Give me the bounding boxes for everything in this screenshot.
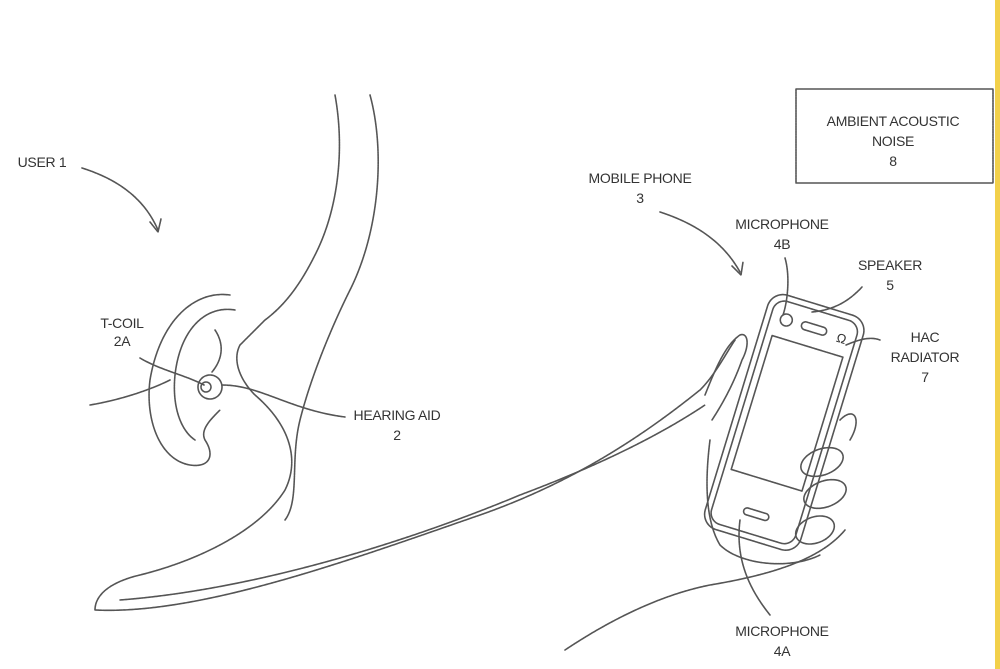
ear-outer	[148, 293, 231, 467]
mobile-phone-label: MOBILE PHONE	[589, 170, 692, 186]
ear-helix	[211, 329, 222, 373]
phone-body	[703, 293, 865, 551]
finger-tip	[839, 413, 857, 441]
thumb	[704, 333, 748, 421]
forearm-outline	[564, 529, 846, 651]
mobile-phone-drawing: Ω	[703, 293, 865, 551]
arm-lower-outline	[119, 404, 706, 601]
tcoil-ref: 2A	[114, 333, 131, 349]
microphone-4b	[779, 313, 794, 327]
mic4a-leader	[738, 519, 771, 616]
ambient-noise-box	[795, 88, 994, 184]
microphone-4b-label: MICROPHONE	[735, 216, 828, 232]
finger-3	[794, 515, 836, 545]
phone-arrow	[659, 211, 741, 273]
microphone-4a	[742, 507, 770, 522]
hac-label-2: RADIATOR	[891, 349, 960, 365]
hac-label: HAC	[911, 329, 940, 345]
page-edge	[995, 0, 1000, 669]
mic4b-leader	[782, 257, 789, 316]
microphone-4a-ref: 4A	[774, 643, 791, 659]
tcoil-label: T-COIL	[100, 315, 144, 331]
jaw-line	[89, 379, 171, 406]
microphone-4b-ref: 4B	[774, 236, 791, 252]
speaker-ref: 5	[886, 277, 894, 293]
speaker-leader	[811, 286, 863, 313]
phone-arrowhead	[731, 261, 744, 276]
hearing-aid-device	[197, 374, 223, 400]
hac-ref: 7	[921, 369, 929, 385]
arm-upper-outline	[94, 339, 736, 612]
speaker-5	[800, 321, 828, 336]
phone-screen	[730, 334, 844, 492]
tcoil-element	[200, 381, 212, 393]
hearing-aid-label: HEARING AID	[354, 407, 441, 423]
hearing-aid-ref: 2	[393, 427, 401, 443]
user-arrowhead	[149, 218, 162, 233]
ambient-noise-label: AMBIENT ACOUSTIC	[827, 113, 960, 129]
speaker-label: SPEAKER	[858, 257, 922, 273]
finger-2	[803, 478, 847, 510]
ambient-noise-ref: 8	[889, 153, 897, 169]
palm	[706, 439, 821, 565]
hearing-aid-leader	[221, 384, 346, 418]
neck-outline	[284, 94, 379, 521]
hac-leader	[845, 337, 881, 346]
user-label: USER 1	[18, 154, 67, 170]
microphone-4a-label: MICROPHONE	[735, 623, 828, 639]
tcoil-leader	[139, 357, 205, 386]
finger-1	[800, 446, 844, 478]
head-outline	[94, 94, 341, 611]
ear-inner	[173, 308, 236, 441]
mobile-phone-ref: 3	[636, 190, 644, 206]
ambient-noise-label-2: NOISE	[872, 133, 914, 149]
user-arrow	[81, 167, 159, 231]
